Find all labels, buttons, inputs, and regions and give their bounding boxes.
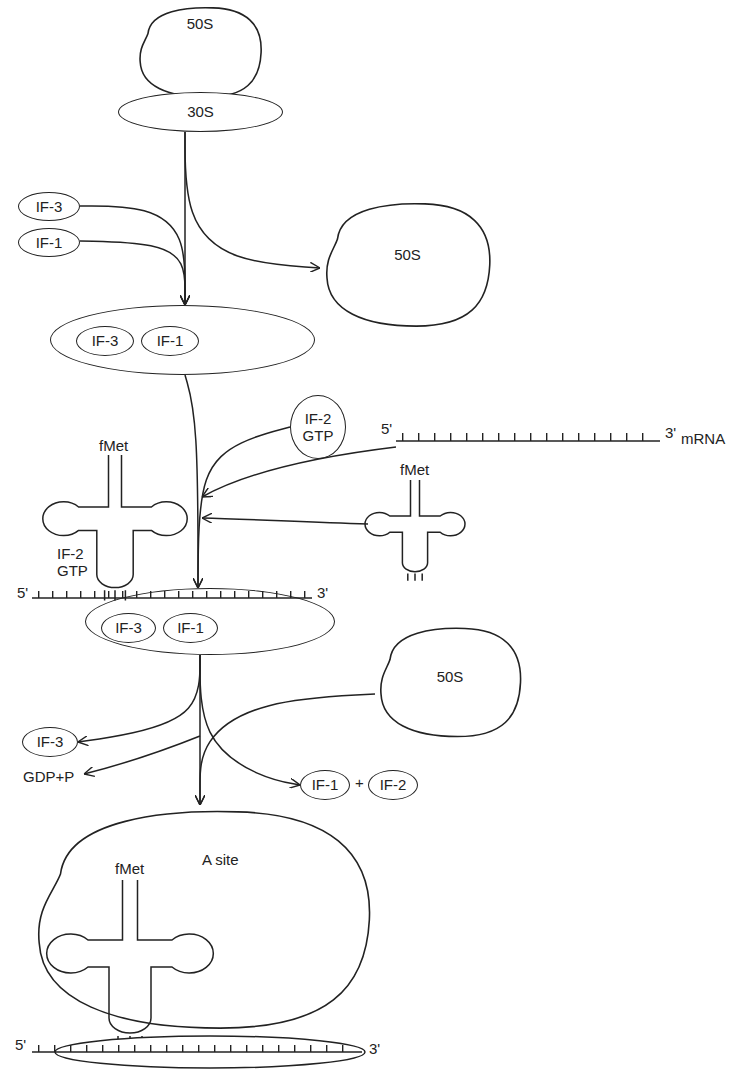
mrna-ticks bbox=[38, 1045, 356, 1052]
strand-end: 3' bbox=[316, 584, 329, 601]
product-label: GDP+P bbox=[22, 768, 75, 785]
node-label: 30S bbox=[187, 103, 214, 120]
node-label: IF-2 bbox=[380, 776, 407, 793]
mrna-ticks bbox=[38, 591, 308, 598]
small-subunit: IF-3 IF-1 bbox=[85, 588, 335, 655]
large-subunit: 50S bbox=[375, 625, 525, 740]
node-label: IF-1 bbox=[157, 332, 184, 349]
plus-sign: + bbox=[354, 774, 365, 791]
molecule-label: mRNA bbox=[680, 430, 726, 447]
mrna-strand bbox=[396, 440, 660, 442]
factor-label: IF-2 GTP bbox=[56, 545, 89, 580]
node-label: IF-3 bbox=[36, 198, 63, 215]
trna-symbol bbox=[43, 455, 187, 601]
flow-arrow bbox=[80, 241, 185, 305]
flow-arrow bbox=[200, 655, 300, 785]
strand-end: 5' bbox=[14, 1036, 27, 1053]
flow-arrow bbox=[78, 655, 200, 742]
flow-arrow bbox=[200, 694, 375, 805]
mrna-ticks bbox=[402, 433, 658, 441]
initiation-factor: IF-3 bbox=[76, 326, 134, 356]
ribosome-70s: A site bbox=[25, 805, 380, 1035]
subunit-outline bbox=[327, 204, 490, 326]
subunit-outline bbox=[39, 812, 370, 1029]
node-label: IF-1 bbox=[312, 776, 339, 793]
node-label: A site bbox=[202, 852, 239, 869]
initiation-factor: IF-1 bbox=[18, 228, 80, 257]
node-label: IF-2 GTP bbox=[303, 410, 334, 445]
initiation-factor: IF-1 bbox=[141, 326, 199, 356]
flow-arrow bbox=[80, 206, 185, 305]
amino-acid-label: fMet bbox=[399, 461, 430, 478]
initiation-factor: IF-2 GTP bbox=[290, 395, 346, 459]
flow-arrow bbox=[185, 132, 320, 268]
node-label: 50S bbox=[437, 668, 464, 685]
flow-arrow bbox=[185, 375, 198, 588]
node-label: IF-1 bbox=[36, 234, 63, 251]
trna-symbol bbox=[47, 880, 214, 1048]
strand-end: 3' bbox=[664, 424, 677, 441]
strand-end: 3' bbox=[368, 1040, 381, 1057]
release-arrow bbox=[84, 736, 200, 774]
node-label: IF-3 bbox=[115, 619, 142, 636]
trna-arrow bbox=[202, 518, 368, 524]
small-subunit: IF-3 IF-1 bbox=[50, 305, 315, 375]
subunit-outline bbox=[140, 8, 261, 97]
small-subunit: 30S bbox=[118, 92, 283, 132]
mrna-arrow bbox=[202, 447, 396, 497]
strand-end: 5' bbox=[380, 420, 393, 437]
trna-symbol bbox=[365, 480, 465, 581]
mrna-strand bbox=[32, 1051, 362, 1053]
mrna-strand bbox=[32, 597, 312, 599]
initiation-factor: IF-2 bbox=[368, 770, 418, 800]
initiation-factor: IF-3 bbox=[18, 192, 80, 221]
amino-acid-label: fMet bbox=[114, 860, 145, 877]
amino-acid-label: fMet bbox=[98, 437, 129, 454]
node-label: IF-3 bbox=[37, 733, 64, 750]
initiation-factor: IF-3 bbox=[101, 613, 156, 643]
initiation-factor: IF-3 bbox=[22, 727, 78, 757]
large-subunit: 50S bbox=[320, 200, 495, 330]
node-label: 50S bbox=[187, 15, 214, 32]
initiation-factor: IF-1 bbox=[163, 613, 218, 643]
subunit-outline bbox=[25, 805, 380, 1035]
large-subunit: 50S bbox=[135, 5, 265, 100]
strand-end: 5' bbox=[16, 584, 29, 601]
subunit-outline bbox=[381, 628, 521, 736]
initiation-factor: IF-1 bbox=[300, 770, 350, 800]
subunit-outline bbox=[320, 200, 495, 330]
node-label: IF-1 bbox=[177, 619, 204, 636]
node-label: IF-3 bbox=[92, 332, 119, 349]
flow-arrow bbox=[198, 427, 290, 588]
node-label: 50S bbox=[394, 246, 421, 263]
